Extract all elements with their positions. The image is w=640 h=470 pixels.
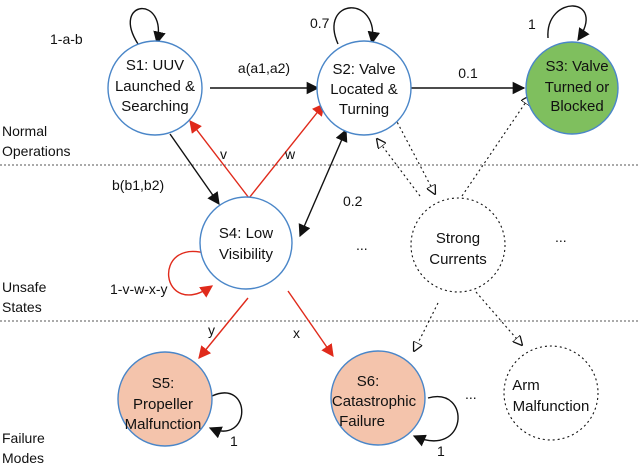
region-label-states: States [2, 299, 42, 315]
edge-s4-s2 [248, 103, 325, 199]
state-s2: S2: Valve Located & Turning [316, 40, 412, 136]
state-s1: S1: UUV Launched & Searching [107, 40, 203, 136]
self-loop-s1 [129, 7, 166, 45]
edge-label-s5-self: 1 [230, 433, 238, 449]
state-strong-currents-line2: Currents [429, 251, 487, 268]
edge-label-s1-s4: b(b1,b2) [112, 177, 164, 193]
region-label-normal: Normal [2, 123, 47, 139]
edge-label-s2-s3: 0.1 [458, 65, 478, 81]
state-s1-line1: S1: UUV [126, 57, 184, 74]
edge-currents-s2 [377, 139, 421, 197]
edge-label-s4-s6: x [293, 325, 300, 341]
edge-currents-s6 [414, 302, 439, 351]
edge-label-s1-s2: a(a1,a2) [238, 60, 290, 76]
edge-label-s4-s1: v [220, 146, 227, 162]
edge-label-s4-s5: y [208, 322, 215, 338]
state-s2-line2: Located & [330, 81, 398, 98]
self-loop-s3 [547, 5, 590, 42]
self-loop-s5 [208, 392, 243, 439]
state-s1-line3: Searching [121, 98, 189, 115]
edge-s2-s4 [298, 128, 348, 238]
state-s4-line1: S4: Low [219, 225, 273, 242]
state-s6-line2: Catastrophic [332, 393, 417, 410]
edge-currents-s3 [461, 96, 530, 197]
edge-currents-arm [475, 291, 522, 345]
edge-label-s6-self: 1 [437, 443, 445, 459]
state-arm-line2: Malfunction [513, 398, 590, 415]
edge-label-s3-self: 1 [528, 16, 536, 32]
edge-label-s1-self: 1-a-b [50, 31, 83, 47]
ellipsis-unsafe-right: ... [555, 229, 567, 245]
edge-s1-s4 [169, 133, 220, 206]
state-s5: S5: Propeller Malfunction [117, 351, 213, 447]
state-s6: S6: Catastrophic Failure [330, 350, 426, 446]
self-loop-s6 [412, 395, 459, 447]
state-s2-line1: S2: Valve [332, 61, 395, 78]
state-s5-line3: Malfunction [125, 416, 202, 433]
edge-s4-s6 [287, 290, 334, 358]
state-s3-line2: Turned or [545, 79, 609, 96]
state-arm-malfunction: Arm Malfunction [503, 345, 599, 441]
state-s5-line2: Propeller [133, 396, 193, 413]
region-label-operations: Operations [2, 143, 70, 159]
edge-label-s2-self: 0.7 [310, 15, 330, 31]
region-label-unsafe: Unsafe [2, 279, 47, 295]
edge-s4-s1 [189, 119, 250, 199]
state-strong-currents-line1: Strong [436, 230, 480, 247]
ellipsis-unsafe-mid: ... [356, 237, 368, 253]
state-s4: S4: Low Visibility [199, 196, 293, 290]
state-s3: S3: Valve Turned or Blocked [525, 41, 619, 135]
state-s3-line1: S3: Valve [545, 58, 608, 75]
edge-label-s4-s2: w [284, 146, 296, 162]
state-s2-line3: Turning [339, 101, 389, 118]
self-loop-s2 [333, 7, 381, 45]
region-label-modes: Modes [2, 450, 44, 466]
state-s1-line2: Launched & [115, 78, 195, 95]
state-arm-line1: Arm [512, 377, 540, 394]
ellipsis-failure-mid: ... [465, 386, 477, 402]
edge-s2-currents [394, 117, 435, 194]
edge-label-s4-self: 1-v-w-x-y [110, 281, 168, 297]
state-s3-line3: Blocked [550, 98, 603, 115]
state-strong-currents: Strong Currents [410, 197, 506, 293]
state-s5-line1: S5: [152, 375, 175, 392]
region-label-failure: Failure [2, 430, 45, 446]
self-loop-s4 [167, 251, 214, 298]
state-s4-line2: Visibility [219, 246, 273, 263]
state-s6-line3: Failure [339, 413, 385, 430]
state-s6-line1: S6: [357, 373, 380, 390]
edge-s4-s5 [198, 297, 249, 359]
edge-label-s2-s4: 0.2 [343, 193, 363, 209]
